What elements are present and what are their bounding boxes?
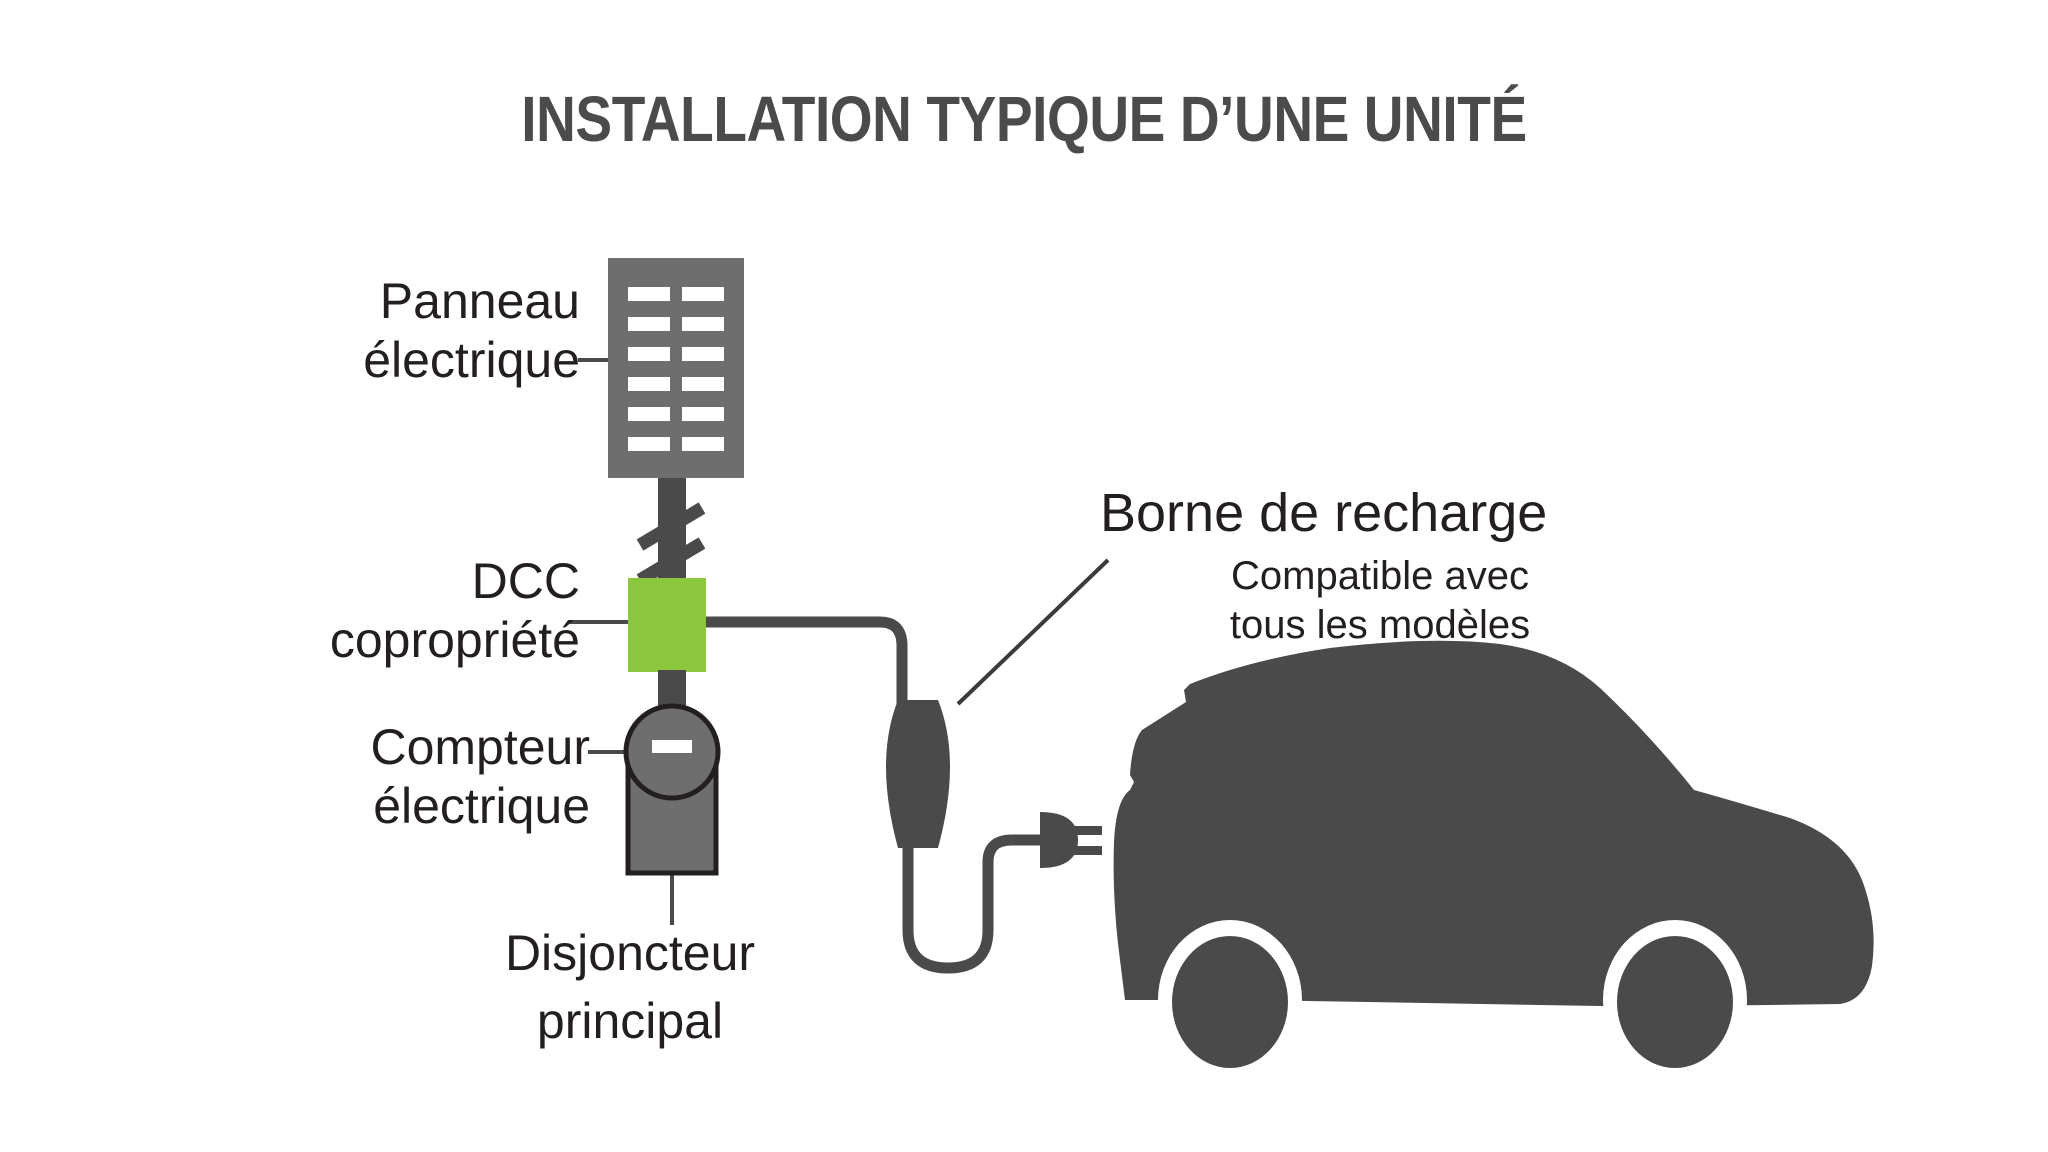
dcc-unit[interactable]: [628, 578, 706, 672]
breaker-slot: [682, 347, 724, 361]
wheel-rear: [1617, 936, 1733, 1068]
page-title: INSTALLATION TYPIQUE D’UNE UNITÉ: [521, 83, 1527, 155]
label-electric-meter: Compteur électrique: [370, 719, 590, 834]
breaker-slot: [628, 437, 670, 451]
breaker-slot: [682, 317, 724, 331]
plug-prong: [1060, 826, 1102, 835]
breaker-slot: [682, 437, 724, 451]
conduit-break-mark: [636, 537, 706, 586]
breaker-slot: [682, 287, 724, 301]
car-body: [1113, 640, 1874, 1007]
breaker-slot-group: [628, 287, 724, 451]
breaker-slot: [628, 287, 670, 301]
breaker-slot: [628, 407, 670, 421]
label-charging-station-subtitle: Compatible avec tous les modèles: [1229, 554, 1531, 647]
label-electrical-panel: Panneau électrique: [363, 273, 580, 388]
plug-icon: [1040, 812, 1102, 868]
leader-line-charger: [956, 558, 1110, 706]
breaker-slot: [682, 377, 724, 391]
breaker-slot: [628, 317, 670, 331]
breaker-slot: [682, 407, 724, 421]
electrical-panel[interactable]: [608, 258, 744, 478]
label-charging-station: Borne de recharge: [1100, 483, 1548, 543]
conduit: [636, 478, 706, 586]
charging-cable: [902, 834, 1040, 974]
wheel-front: [1172, 936, 1288, 1068]
plug-body: [1040, 812, 1078, 868]
breaker-slot: [628, 347, 670, 361]
charging-station[interactable]: [886, 700, 950, 848]
electric-vehicle[interactable]: [1113, 640, 1874, 1080]
electric-meter[interactable]: [623, 703, 721, 876]
label-main-breaker: Disjoncteur principal: [504, 925, 756, 1049]
label-dcc: DCC copropriété: [329, 553, 580, 668]
plug-prong: [1060, 846, 1102, 855]
meter-readout: [652, 740, 692, 753]
supply-cable: [706, 616, 908, 704]
breaker-slot: [628, 377, 670, 391]
conduit-break-mark: [636, 502, 706, 551]
